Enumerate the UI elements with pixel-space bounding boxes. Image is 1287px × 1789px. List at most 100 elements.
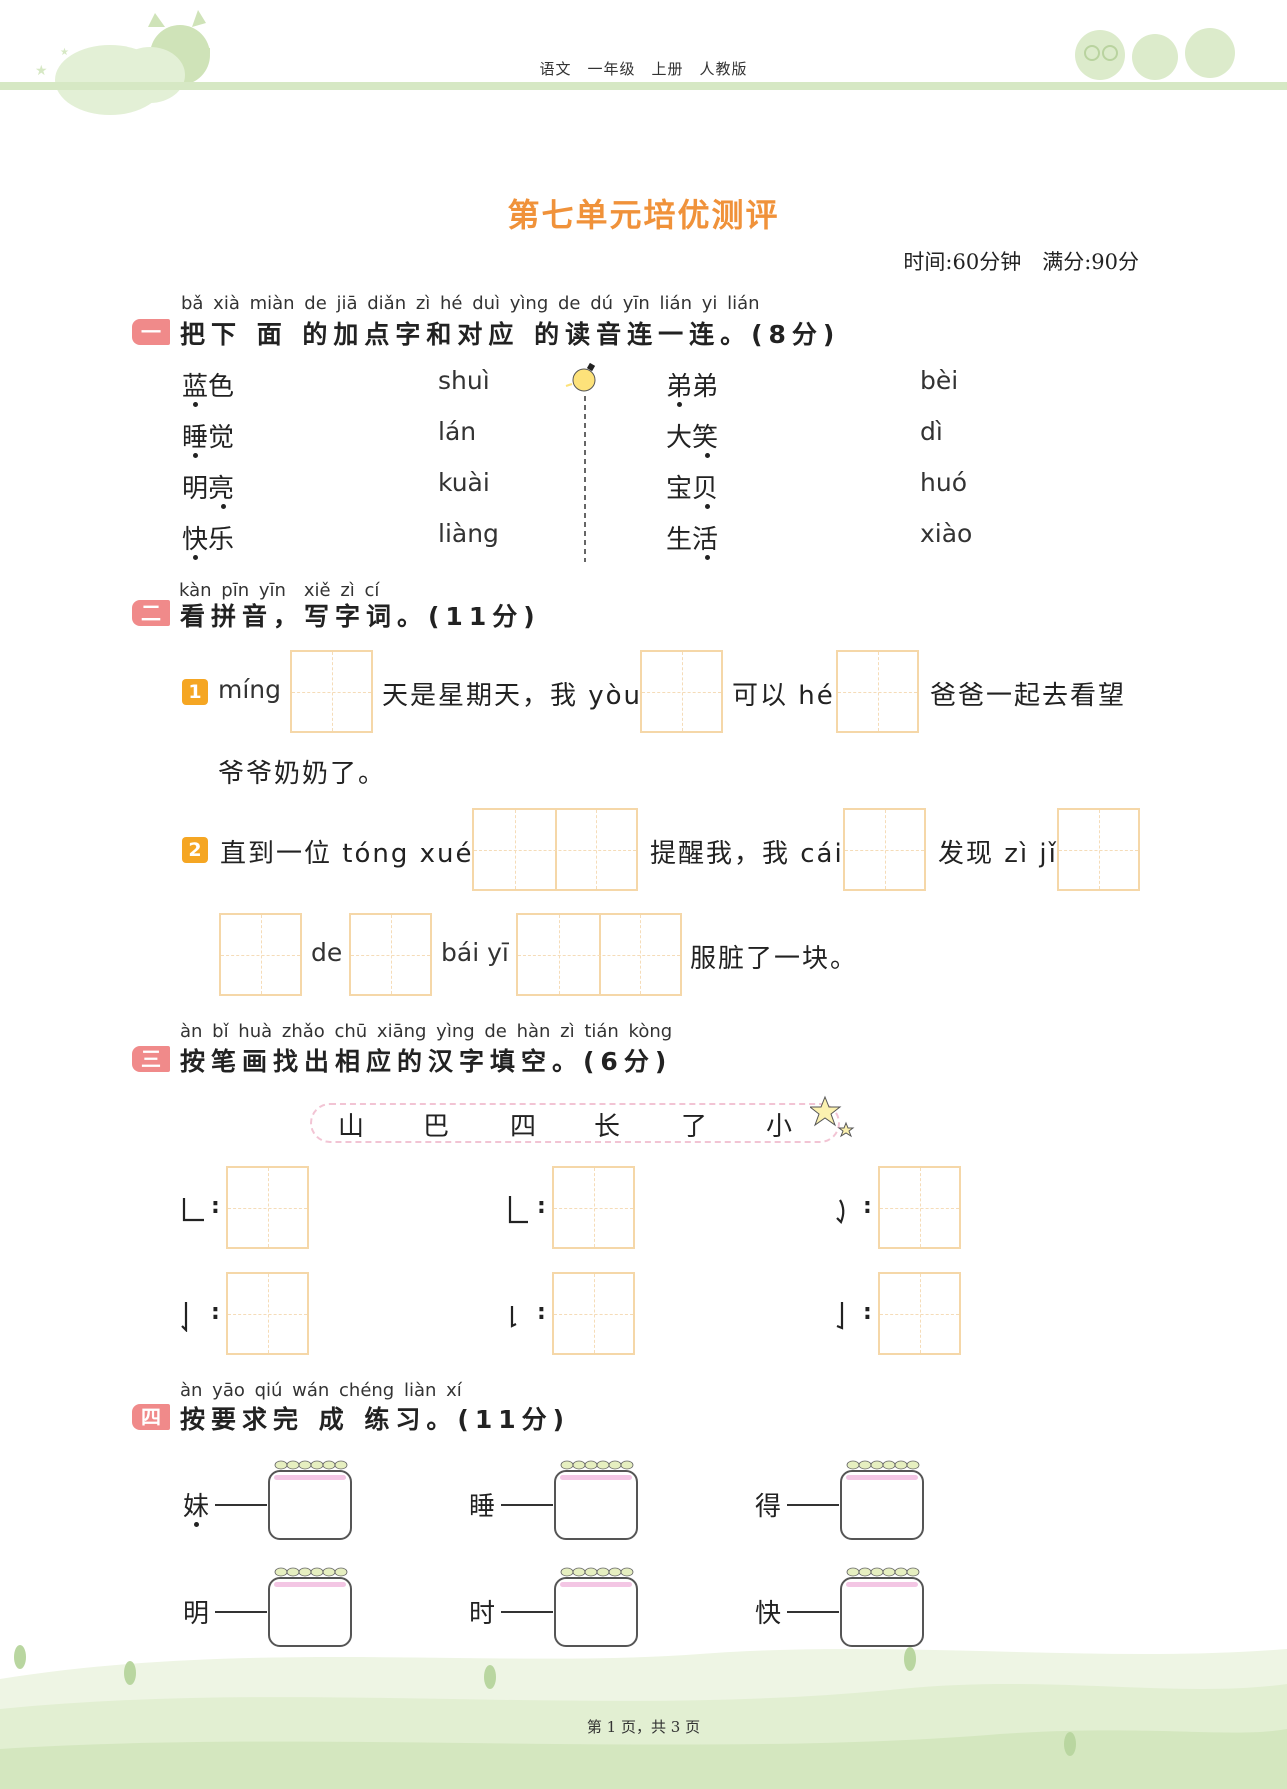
match-word[interactable]: 睡觉: [182, 423, 235, 453]
answer-box[interactable]: [219, 913, 302, 996]
colon-label: :: [863, 1300, 872, 1325]
shuti-stroke-icon: [510, 1306, 517, 1328]
animals-decoration: [1075, 28, 1235, 80]
colon-label: :: [537, 1194, 546, 1219]
colon-label: :: [211, 1300, 220, 1325]
answer-box[interactable]: [552, 1272, 635, 1355]
sprouts-icon: [560, 1567, 634, 1577]
shugou-left-stroke-icon: [181, 1302, 188, 1332]
match-pinyin[interactable]: bèi: [920, 366, 959, 395]
match-word[interactable]: 弟弟: [666, 372, 719, 402]
answer-pot-box[interactable]: [554, 1470, 638, 1540]
answer-box-double[interactable]: [472, 808, 638, 891]
header-rule: [0, 82, 1287, 90]
q2-text-3: 发现 zì jǐ: [938, 839, 1058, 869]
q2-number-badge: 2: [182, 837, 208, 863]
colon-label: :: [211, 1194, 220, 1219]
q2-text-1: 直到一位 tóng xué: [220, 839, 474, 869]
header-title: 语文 一年级 上册 人教版: [539, 60, 748, 78]
sec4-title: 按要求完 成 练习。(11分): [180, 1405, 571, 1434]
bank-character: 长: [594, 1112, 621, 1142]
page-title: 第七单元培优测评: [507, 196, 780, 234]
match-word[interactable]: 生活: [666, 525, 719, 555]
answer-box[interactable]: [552, 1166, 635, 1249]
match-pinyin[interactable]: kuài: [438, 468, 490, 497]
lightbulb-icon: [565, 362, 596, 562]
sec3-pinyin: àn bǐ huà zhǎo chū xiāng yìng de hàn zì …: [180, 1021, 673, 1042]
svg-text:★: ★: [60, 47, 69, 58]
sec1-title: 把下 面 的加点字和对应 的读音连一连。(8分): [180, 320, 841, 349]
match-word[interactable]: 蓝色: [182, 372, 235, 402]
emphasis-dot: [705, 504, 710, 509]
answer-box[interactable]: [843, 808, 926, 891]
match-pinyin[interactable]: liàng: [438, 519, 499, 548]
bank-character: 小: [766, 1112, 793, 1142]
q1-text-3: 可以 hé: [732, 681, 835, 711]
emphasis-dot: [193, 555, 198, 560]
sprouts-icon: [846, 1460, 920, 1470]
answer-box[interactable]: [226, 1272, 309, 1355]
sec1-badge: 一: [132, 319, 170, 345]
shuzhe-stroke-icon: [182, 1198, 204, 1222]
answer-box[interactable]: [836, 650, 919, 733]
connector-line: [501, 1611, 553, 1613]
sec2-badge: 二: [132, 600, 170, 626]
match-pinyin[interactable]: xiào: [920, 519, 973, 548]
bank-character: 巴: [423, 1112, 450, 1142]
answer-box[interactable]: [878, 1166, 961, 1249]
connector-line: [215, 1611, 267, 1613]
colon-label: :: [863, 1194, 872, 1219]
sec2-title: 看拼音，写字词。(11分): [180, 602, 541, 631]
answer-box[interactable]: [226, 1166, 309, 1249]
sprouts-icon: [846, 1567, 920, 1577]
match-pinyin[interactable]: lán: [438, 417, 477, 446]
answer-pot-box[interactable]: [840, 1577, 924, 1647]
answer-pot-box[interactable]: [268, 1470, 352, 1540]
answer-box[interactable]: [878, 1272, 961, 1355]
connector-line: [215, 1504, 267, 1506]
answer-box[interactable]: [640, 650, 723, 733]
q1-text-5: 爷爷奶奶了。: [218, 759, 387, 789]
q2-text-5: bái yī: [441, 938, 509, 967]
sec3-badge: 三: [132, 1046, 170, 1072]
answer-pot-box[interactable]: [268, 1577, 352, 1647]
time-score-info: 时间:60分钟 满分:90分: [903, 250, 1139, 274]
prompt-character: 快: [755, 1599, 782, 1629]
prompt-character: 妹: [183, 1492, 210, 1522]
match-word[interactable]: 明亮: [182, 474, 235, 504]
answer-box[interactable]: [1057, 808, 1140, 891]
connector-line: [501, 1504, 553, 1506]
answer-pot-box[interactable]: [554, 1577, 638, 1647]
star-icon: [810, 1095, 855, 1138]
match-word[interactable]: 宝贝: [666, 474, 719, 504]
prompt-character: 得: [755, 1492, 782, 1522]
shugou-stroke-icon: [836, 1302, 844, 1330]
answer-box[interactable]: [290, 650, 373, 733]
match-pinyin[interactable]: dì: [920, 417, 943, 446]
q2-text-6: 服脏了一块。: [690, 944, 859, 974]
character-bank: [310, 1103, 840, 1143]
match-word[interactable]: 大笑: [666, 423, 719, 453]
connector-line: [787, 1504, 839, 1506]
match-pinyin[interactable]: shuì: [438, 366, 490, 395]
emphasis-dot: [193, 453, 198, 458]
emphasis-dot: [221, 504, 226, 509]
answer-box[interactable]: [349, 913, 432, 996]
sprouts-icon: [274, 1567, 348, 1577]
emphasis-dot: [705, 555, 710, 560]
emphasis-dot: [193, 402, 198, 407]
prompt-character: 明: [183, 1599, 210, 1629]
match-word[interactable]: 快乐: [182, 525, 235, 555]
q1-text-2: 天是星期天，我 yòu: [382, 681, 643, 711]
q1-number-badge: 1: [182, 679, 208, 705]
answer-pot-box[interactable]: [840, 1470, 924, 1540]
sec2-pinyin: kàn pīn yīn xiě zì cí: [179, 580, 380, 601]
sun-cloud-decoration: ★★: [35, 10, 210, 115]
emphasis-dot: [194, 1522, 199, 1527]
sprouts-icon: [560, 1460, 634, 1470]
emphasis-dot: [677, 402, 682, 407]
sprouts-icon: [274, 1460, 348, 1470]
answer-box-double[interactable]: [516, 913, 682, 996]
bank-character: 山: [338, 1112, 365, 1142]
match-pinyin[interactable]: huó: [920, 468, 967, 497]
